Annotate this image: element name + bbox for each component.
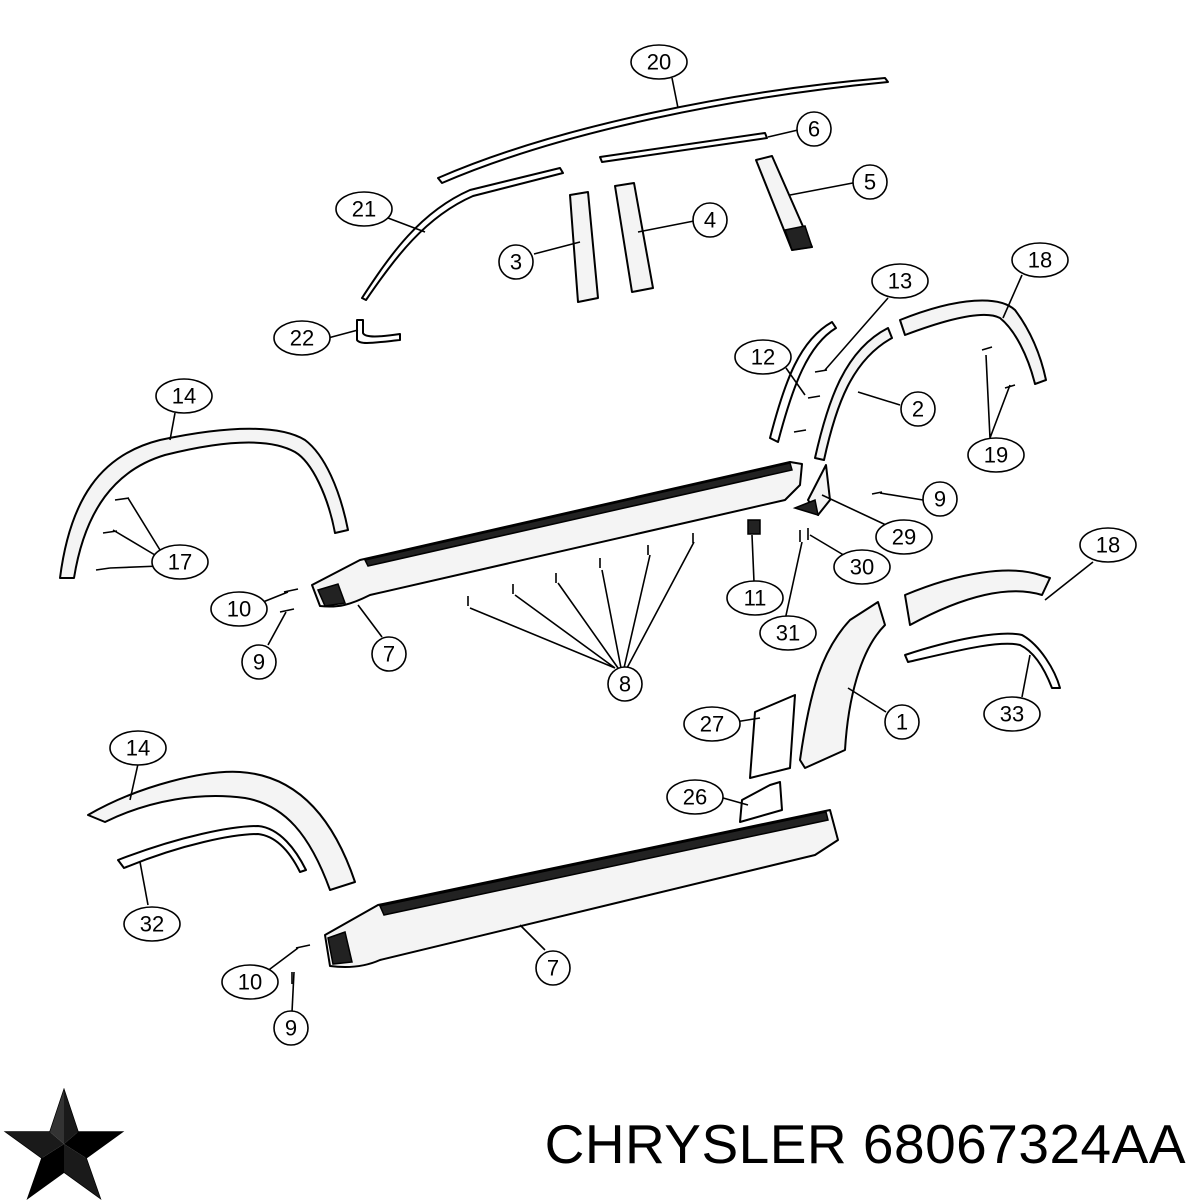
callout-10-upper: 10 <box>210 591 268 627</box>
callout-label: 3 <box>510 250 522 275</box>
callout-label: 10 <box>238 970 262 995</box>
callout-12: 12 <box>734 339 792 375</box>
callout-label: 2 <box>912 397 924 422</box>
callout-label: 14 <box>126 736 150 761</box>
part-fasteners-9-10-upper <box>279 588 299 613</box>
part-front-wheel-flare-lower <box>87 770 356 891</box>
callout-10-lower: 10 <box>221 964 279 1000</box>
part-b-pillar-applique-front <box>569 191 599 303</box>
part-clip-11 <box>747 519 761 535</box>
callout-20: 20 <box>630 44 688 80</box>
part-quarter-panel-pad-lower <box>739 781 783 823</box>
callout-label: 4 <box>704 208 716 233</box>
callout-label: 5 <box>864 170 876 195</box>
callout-label: 7 <box>383 642 395 667</box>
callout-14-lower: 14 <box>109 730 167 766</box>
part-upper-door-molding-rear <box>599 132 768 163</box>
callout-label: 14 <box>172 384 196 409</box>
part-rocker-end-cap <box>792 464 831 517</box>
brand-name: CHRYSLER <box>544 1113 848 1175</box>
part-fasteners-9-10-lower <box>291 944 311 984</box>
callout-label: 30 <box>850 555 874 580</box>
callout-1: 1 <box>884 704 920 740</box>
callout-label: 31 <box>776 621 800 646</box>
callout-26: 26 <box>666 779 724 815</box>
callout-label: 12 <box>751 345 775 370</box>
callout-label: 19 <box>984 443 1008 468</box>
callout-label: 21 <box>352 197 376 222</box>
callout-label: 10 <box>227 597 251 622</box>
callout-9-lower: 9 <box>273 1010 309 1046</box>
part-rear-door-molding-front <box>769 321 837 443</box>
callout-32: 32 <box>123 906 181 942</box>
part-fasteners-17 <box>95 497 130 571</box>
part-b-pillar-applique-rear <box>614 182 654 293</box>
callout-31: 31 <box>759 615 817 651</box>
callout-label: 9 <box>285 1016 297 1041</box>
part-rear-wheel-flare-lower <box>904 569 1051 626</box>
callout-label: 27 <box>700 712 724 737</box>
callout-18-lower: 18 <box>1079 527 1137 563</box>
part-rear-door-molding-rear <box>814 327 893 461</box>
callout-label: 32 <box>140 912 164 937</box>
brand-caption: CHRYSLER 68067324AA <box>545 1112 1186 1176</box>
callout-2: 2 <box>900 391 936 427</box>
callout-9-right: 9 <box>922 481 958 517</box>
callout-8: 8 <box>607 666 643 702</box>
callout-label: 9 <box>253 650 265 675</box>
callout-label: 1 <box>896 710 908 735</box>
callout-30: 30 <box>833 549 891 585</box>
part-quarter-panel-pad-upper <box>749 694 796 779</box>
part-rocker-panel-upper <box>311 461 803 608</box>
callout-label: 13 <box>888 269 912 294</box>
callout-9-upper: 9 <box>241 644 277 680</box>
callout-label: 26 <box>683 785 707 810</box>
part-number: 68067324AA <box>862 1113 1186 1175</box>
part-front-flare-seal <box>117 825 307 873</box>
callout-5: 5 <box>852 164 888 200</box>
part-fasteners-12-13 <box>793 369 828 433</box>
callout-6: 6 <box>796 111 832 147</box>
part-mirror-corner-molding <box>356 319 401 344</box>
part-c-pillar-applique <box>755 155 813 251</box>
callout-label: 6 <box>808 117 820 142</box>
part-rear-quarter-molding <box>799 601 886 769</box>
callout-label: 9 <box>934 487 946 512</box>
callout-7-lower: 7 <box>535 950 571 986</box>
callout-label: 17 <box>168 550 192 575</box>
callout-label: 29 <box>892 525 916 550</box>
part-rocker-panel-lower <box>324 809 839 969</box>
callout-29: 29 <box>875 519 933 555</box>
callout-4: 4 <box>692 202 728 238</box>
callout-label: 11 <box>744 586 767 611</box>
pentastar-icon <box>3 1088 125 1200</box>
callout-label: 22 <box>290 326 314 351</box>
callout-14-upper: 14 <box>155 378 213 414</box>
part-roof-molding <box>437 77 889 184</box>
callout-33: 33 <box>983 696 1041 732</box>
part-front-door-frame-molding <box>361 167 564 301</box>
part-rear-flare-seal <box>904 632 1061 689</box>
callout-22: 22 <box>273 320 331 356</box>
callout-label: 20 <box>647 50 671 75</box>
part-fasteners-8 <box>467 533 694 606</box>
callout-label: 7 <box>547 956 559 981</box>
callout-label: 18 <box>1028 248 1052 273</box>
callout-label: 8 <box>619 672 631 697</box>
callout-21: 21 <box>335 191 393 227</box>
callout-13: 13 <box>871 263 929 299</box>
part-rear-wheel-flare-upper <box>899 299 1047 389</box>
callout-11: 11 <box>726 580 784 616</box>
callout-17: 17 <box>151 544 209 580</box>
callout-label: 33 <box>1000 702 1024 727</box>
callout-label: 18 <box>1096 533 1120 558</box>
callout-7-upper: 7 <box>371 636 407 672</box>
callout-19: 19 <box>967 437 1025 473</box>
callout-3: 3 <box>498 244 534 280</box>
callout-27: 27 <box>683 706 741 742</box>
part-front-wheel-flare-upper <box>59 427 349 579</box>
callout-18-upper: 18 <box>1011 242 1069 278</box>
